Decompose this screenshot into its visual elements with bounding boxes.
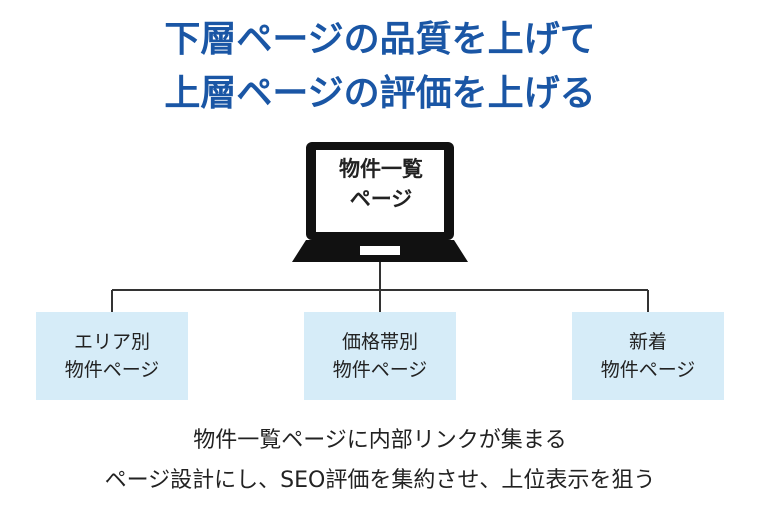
box-label-line-1: エリア別: [73, 331, 150, 353]
box-label-line-1: 価格帯別: [341, 331, 418, 353]
laptop-label-line-1: 物件一覧: [339, 157, 423, 181]
box-label-line-2: 物件ページ: [64, 359, 160, 381]
box-label-line-1: 新着: [628, 331, 667, 353]
laptop-icon: [292, 142, 468, 262]
laptop-screen: [316, 150, 444, 232]
child-page-box-new: 新着 物件ページ: [572, 312, 724, 400]
title-line-1: 下層ページの品質を上げて: [164, 19, 596, 60]
box-label-line-2: 物件ページ: [600, 359, 696, 381]
child-page-box-price: 価格帯別 物件ページ: [304, 312, 456, 400]
caption-line-2: ページ設計にし、SEO評価を集約させ、上位表示を狙う: [104, 468, 656, 493]
box-label-line-2: 物件ページ: [332, 359, 428, 381]
caption-line-1: 物件一覧ページに内部リンクが集まる: [193, 428, 567, 453]
connector-lines: [111, 262, 649, 312]
laptop-trackpad: [360, 246, 400, 255]
laptop-label: 物件一覧 ページ: [314, 154, 448, 214]
title-line-2: 上層ページの評価を上げる: [164, 73, 596, 114]
child-page-box-area: エリア別 物件ページ: [36, 312, 188, 400]
laptop-label-line-2: ページ: [349, 187, 413, 211]
